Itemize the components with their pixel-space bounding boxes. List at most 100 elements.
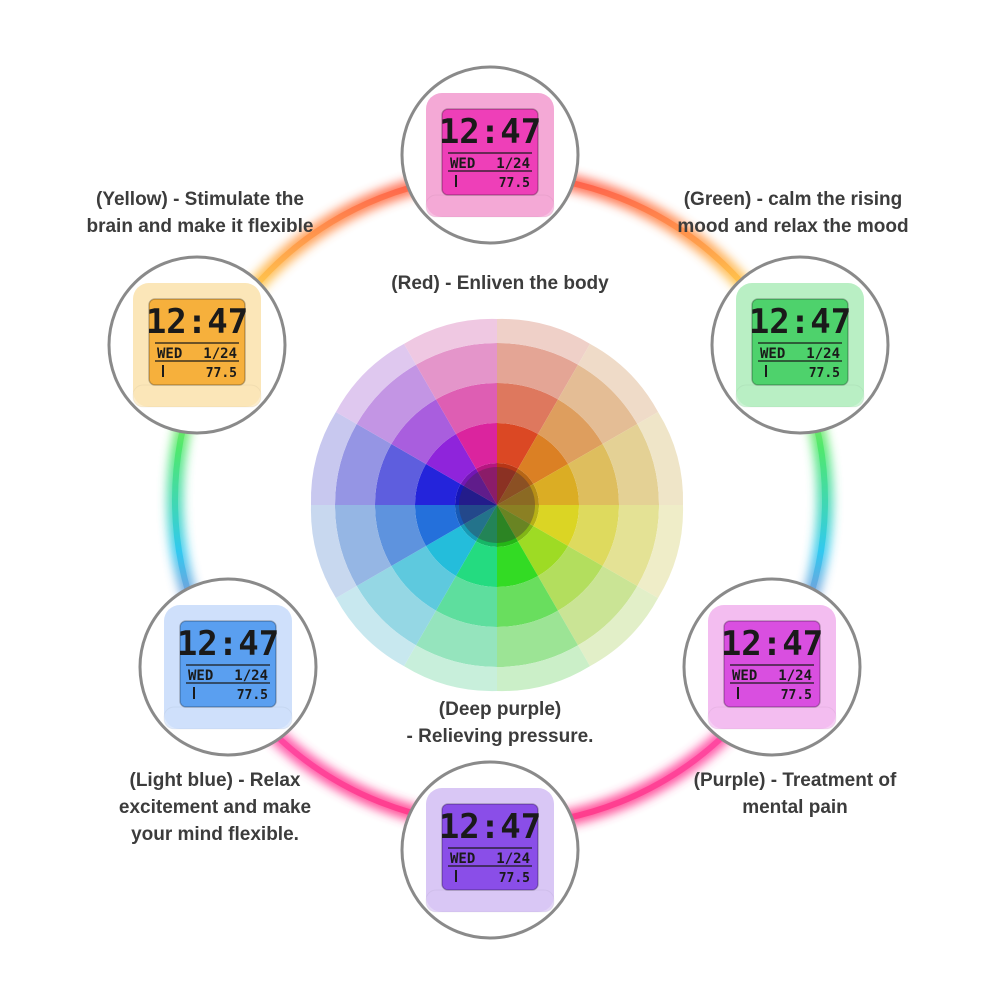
wheel-segment — [497, 505, 534, 542]
wheel-segment — [558, 364, 638, 444]
wheel-segment — [533, 464, 579, 505]
clock-day: WED — [450, 156, 475, 172]
clock-time: 12:47 — [749, 302, 851, 342]
clock-day: WED — [188, 668, 213, 684]
wheel-segment — [497, 541, 538, 587]
clock-temp: 77.5 — [237, 688, 268, 703]
clock-screen — [179, 620, 277, 708]
wheel-segment — [456, 423, 497, 469]
caption-red: (Red) - Enliven the body — [391, 273, 609, 294]
clock-temp: 77.5 — [499, 871, 530, 886]
caption-green: (Green) - calm the rising mood and relax… — [677, 189, 909, 237]
wheel-segment — [415, 464, 461, 505]
clock-date: 1/24 — [203, 346, 237, 362]
clock-day: WED — [450, 851, 475, 867]
wheel-segment — [578, 343, 659, 424]
wheel-segment — [436, 383, 497, 434]
wheel-segment — [497, 463, 518, 505]
wheel-segment — [568, 505, 619, 566]
wheel-segment — [375, 505, 426, 566]
wheel-segment — [335, 343, 416, 424]
wheel-segment — [476, 463, 497, 505]
wheel-segment — [497, 484, 539, 505]
wheel-segment — [415, 505, 461, 546]
wheel-segment — [497, 576, 558, 627]
wheel-center — [459, 467, 535, 543]
clock-screen — [751, 298, 849, 386]
clock-date: 1/24 — [234, 668, 268, 684]
clock-temp: 77.5 — [809, 366, 840, 381]
wheel-segment — [425, 433, 476, 484]
clock-day: WED — [157, 346, 182, 362]
clock-time: 12:47 — [439, 112, 541, 152]
clock-date: 1/24 — [806, 346, 840, 362]
caption-deep-purple: (Deep purple) - Relieving pressure. — [406, 699, 594, 747]
wheel-segment — [335, 424, 392, 505]
color-wheel — [310, 318, 684, 692]
wheel-segment — [310, 412, 357, 505]
wheel-segment — [568, 444, 619, 505]
wheel-segment — [518, 526, 569, 577]
clock-screen — [441, 108, 539, 196]
wheel-segment — [375, 444, 426, 505]
wheel-segment — [497, 505, 518, 547]
wheel-segment — [538, 399, 603, 464]
clock-date: 1/24 — [496, 156, 530, 172]
clock-day: WED — [760, 346, 785, 362]
wheel-segment — [497, 318, 590, 365]
clock-date: 1/24 — [778, 668, 812, 684]
clock-time: 12:47 — [439, 807, 541, 847]
wheel-segment — [335, 505, 392, 586]
clock-time: 12:47 — [177, 624, 279, 664]
clock-time: 12:47 — [146, 302, 248, 342]
wheel-segment — [497, 610, 578, 667]
clock-screen — [441, 803, 539, 891]
wheel-segment — [497, 645, 590, 692]
clock-temp: 77.5 — [499, 176, 530, 191]
wheel-segment — [533, 505, 579, 546]
wheel-segment — [497, 468, 534, 505]
wheel-segment — [416, 610, 497, 667]
wheel-segment — [455, 484, 497, 505]
wheel-segment — [404, 318, 497, 365]
caption-purple: (Purple) - Treatment of mental pain — [693, 770, 897, 818]
wheel-segment — [602, 505, 659, 586]
wheel-segment — [602, 424, 659, 505]
clock-time: 12:47 — [721, 624, 823, 664]
wheel-segment — [391, 546, 456, 611]
caption-light-blue: (Light blue) - Relax excitement and make… — [118, 770, 312, 845]
clock-screen — [723, 620, 821, 708]
wheel-segment — [455, 505, 497, 526]
wheel-segment — [335, 586, 416, 667]
clock-day: WED — [732, 668, 757, 684]
wheel-segment — [538, 546, 603, 611]
clock-temp: 77.5 — [206, 366, 237, 381]
wheel-segment — [558, 566, 638, 646]
wheel-segment — [497, 423, 538, 469]
wheel-segment — [476, 505, 497, 547]
wheel-segment — [416, 343, 497, 400]
wheel-segment — [356, 566, 436, 646]
wheel-segment — [460, 468, 497, 505]
wheel-segment — [578, 586, 659, 667]
wheel-segment — [637, 505, 684, 598]
clock-screen — [148, 298, 246, 386]
wheel-segment — [436, 576, 497, 627]
wheel-segment — [404, 645, 497, 692]
wheel-segment — [518, 433, 569, 484]
clock-temp: 77.5 — [781, 688, 812, 703]
wheel-segment — [497, 343, 578, 400]
wheel-segment — [497, 382, 558, 434]
wheel-segment — [310, 505, 357, 598]
wheel-segment — [497, 505, 539, 526]
caption-yellow: (Yellow) - Stimulate the brain and make … — [86, 189, 314, 237]
wheel-segment — [356, 364, 436, 444]
